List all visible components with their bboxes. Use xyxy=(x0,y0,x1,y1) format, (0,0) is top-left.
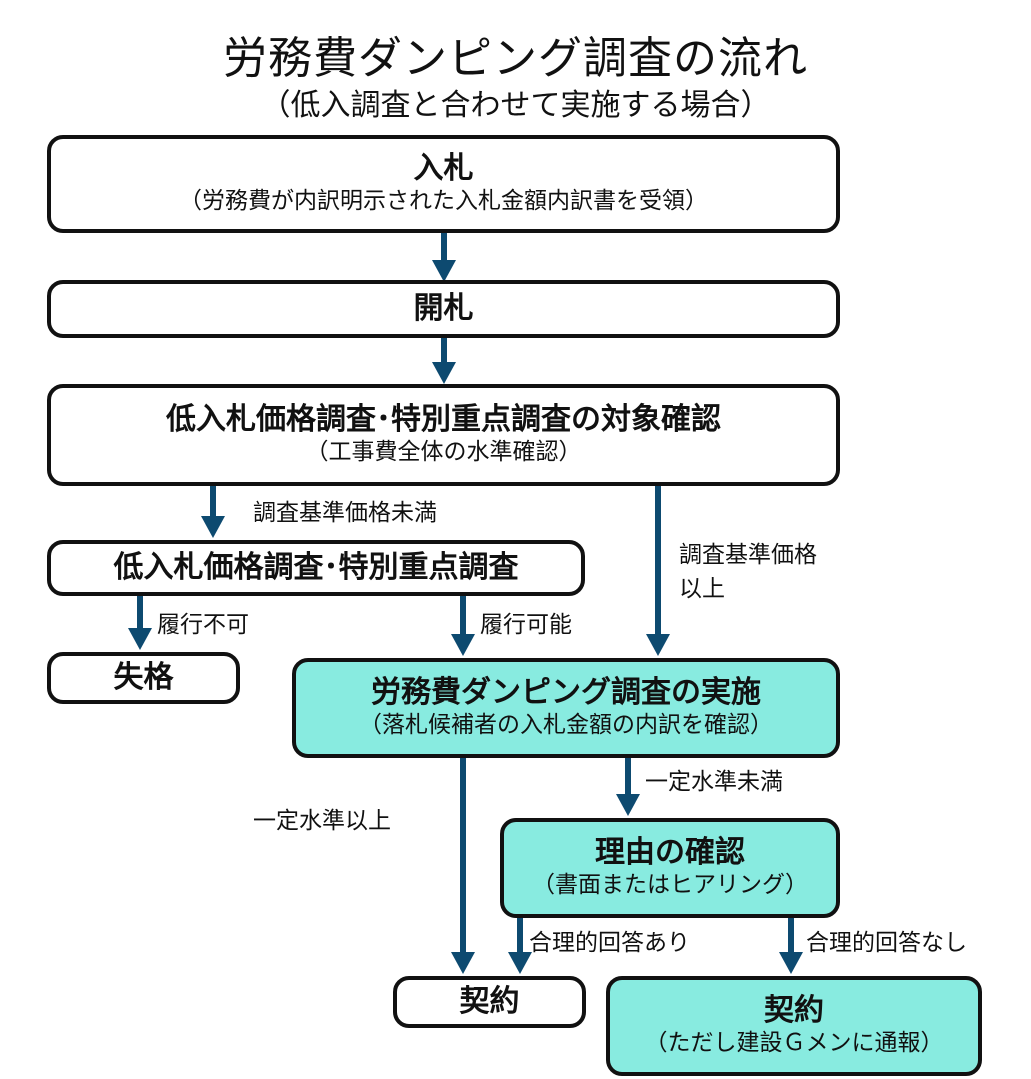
node-reason-check: 理由の確認 （書面またはヒアリング） xyxy=(500,818,840,918)
node-dumping-survey-description: （落札候補者の入札金額の内訳を確認） xyxy=(359,712,773,739)
node-bid-description: （労務費が内訳明示された入札金額内訳書を受領） xyxy=(179,188,708,215)
edge-label-reasonable: 合理的回答あり xyxy=(529,930,690,956)
node-low-bid-survey: 低入札価格調査･特別重点調査 xyxy=(47,540,585,596)
node-bid: 入札 （労務費が内訳明示された入札金額内訳書を受領） xyxy=(47,135,840,233)
node-dumping-survey: 労務費ダンピング調査の実施 （落札候補者の入札金額の内訳を確認） xyxy=(292,658,840,758)
arrow-reason-to-contract xyxy=(508,916,532,974)
edge-label-below-level: 一定水準未満 xyxy=(645,769,783,795)
diagram-title: 労務費ダンピング調査の流れ xyxy=(223,33,808,84)
node-disqualified-title: 失格 xyxy=(113,660,174,695)
edge-label-above-standard-line1: 調査基準価格 xyxy=(679,542,817,568)
node-target-check: 低入札価格調査･特別重点調査の対象確認 （工事費全体の水準確認） xyxy=(47,384,840,486)
edge-label-below-standard: 調査基準価格未満 xyxy=(253,500,437,526)
arrow-dumping-to-reason xyxy=(616,758,640,816)
arrow-opening-to-check xyxy=(432,338,456,384)
edge-label-above-standard-line2: 以上 xyxy=(679,576,725,602)
arrow-bid-to-opening xyxy=(432,232,456,282)
node-contract-title: 契約 xyxy=(459,984,520,1019)
arrow-check-to-lowbid xyxy=(201,486,225,538)
arrow-dumping-to-contract xyxy=(451,758,475,974)
node-contract-report-description: （ただし建設Ｇメンに通報） xyxy=(644,1030,944,1057)
node-low-bid-survey-title: 低入札価格調査･特別重点調査 xyxy=(113,550,519,585)
node-contract-report-title: 契約 xyxy=(764,993,824,1029)
node-opening: 開札 xyxy=(47,280,840,338)
node-contract-report: 契約 （ただし建設Ｇメンに通報） xyxy=(606,976,982,1076)
node-disqualified: 失格 xyxy=(47,652,240,704)
node-contract: 契約 xyxy=(393,976,586,1028)
diagram-subtitle: （低入調査と合わせて実施する場合） xyxy=(260,88,771,123)
arrow-check-to-dumping xyxy=(646,486,670,656)
node-bid-title: 入札 xyxy=(413,151,474,187)
arrow-lowbid-to-dumping xyxy=(451,596,475,656)
node-target-check-title: 低入札価格調査･特別重点調査の対象確認 xyxy=(166,402,721,438)
arrow-reason-to-contract-report xyxy=(779,916,803,974)
edge-label-above-level: 一定水準以上 xyxy=(253,808,391,834)
arrow-lowbid-to-disqualified xyxy=(128,596,152,650)
edge-label-not-feasible: 履行不可 xyxy=(157,612,249,638)
node-reason-check-title: 理由の確認 xyxy=(595,835,745,871)
node-dumping-survey-title: 労務費ダンピング調査の実施 xyxy=(371,675,761,711)
edge-label-unreasonable: 合理的回答なし xyxy=(806,930,967,956)
edge-label-feasible: 履行可能 xyxy=(480,612,572,638)
node-reason-check-description: （書面またはヒアリング） xyxy=(532,872,808,899)
node-target-check-description: （工事費全体の水準確認） xyxy=(305,439,582,466)
node-opening-title: 開札 xyxy=(413,291,474,326)
